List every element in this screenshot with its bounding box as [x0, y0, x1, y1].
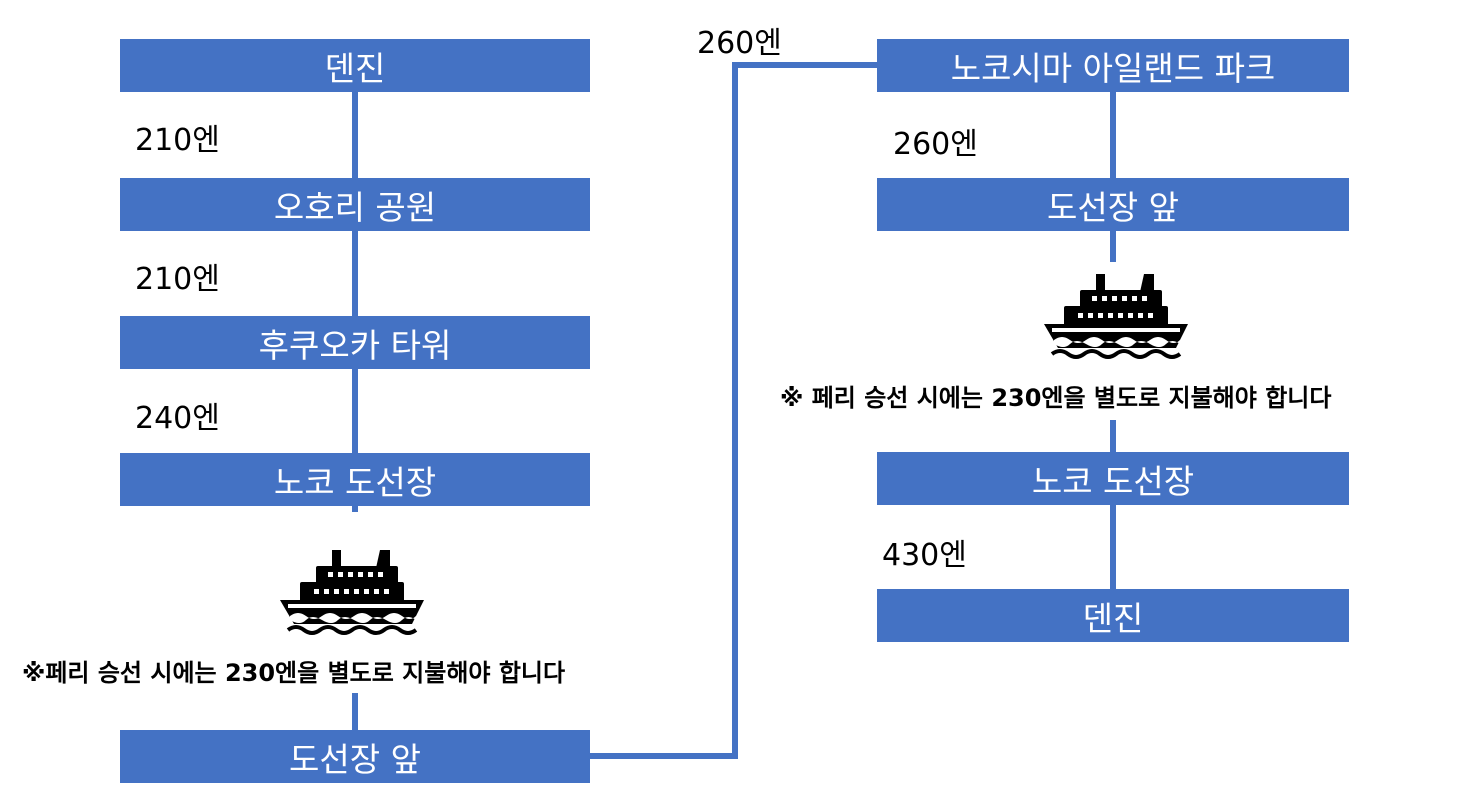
right-route-line-upper: [1110, 92, 1116, 262]
right-route-line-lower: [1110, 420, 1116, 590]
ferry-icon: [280, 550, 424, 635]
connector-fare: 260엔: [697, 26, 782, 61]
left-ferry-note: ※페리 승선 시에는 230엔을 별도로 지불해야 합니다: [22, 659, 566, 687]
ferry-icon: [1044, 274, 1188, 359]
left-stop-5: 도선장 앞: [120, 730, 590, 783]
left-route-line-lower: [352, 693, 358, 733]
right-fare-2: 430엔: [882, 538, 967, 573]
left-stop-2: 오호리 공원: [120, 178, 590, 231]
left-stop-1: 덴진: [120, 39, 590, 92]
connector-line-horizontal-bottom: [590, 753, 738, 759]
right-ferry-note: ※ 페리 승선 시에는 230엔을 별도로 지불해야 합니다: [780, 384, 1332, 412]
left-stop-4: 노코 도선장: [120, 453, 590, 506]
right-fare-1: 260엔: [893, 127, 978, 162]
connector-line-horizontal-top: [732, 62, 878, 68]
right-stop-4: 덴진: [877, 589, 1349, 642]
left-fare-2: 210엔: [135, 262, 220, 297]
left-fare-1: 210엔: [135, 123, 220, 158]
right-stop-2: 도선장 앞: [877, 178, 1349, 231]
left-fare-3: 240엔: [135, 401, 220, 436]
left-stop-3: 후쿠오카 타워: [120, 316, 590, 369]
connector-line-vertical: [732, 62, 738, 759]
left-route-line-upper: [352, 92, 358, 512]
right-stop-3: 노코 도선장: [877, 452, 1349, 505]
right-stop-1: 노코시마 아일랜드 파크: [877, 39, 1349, 92]
